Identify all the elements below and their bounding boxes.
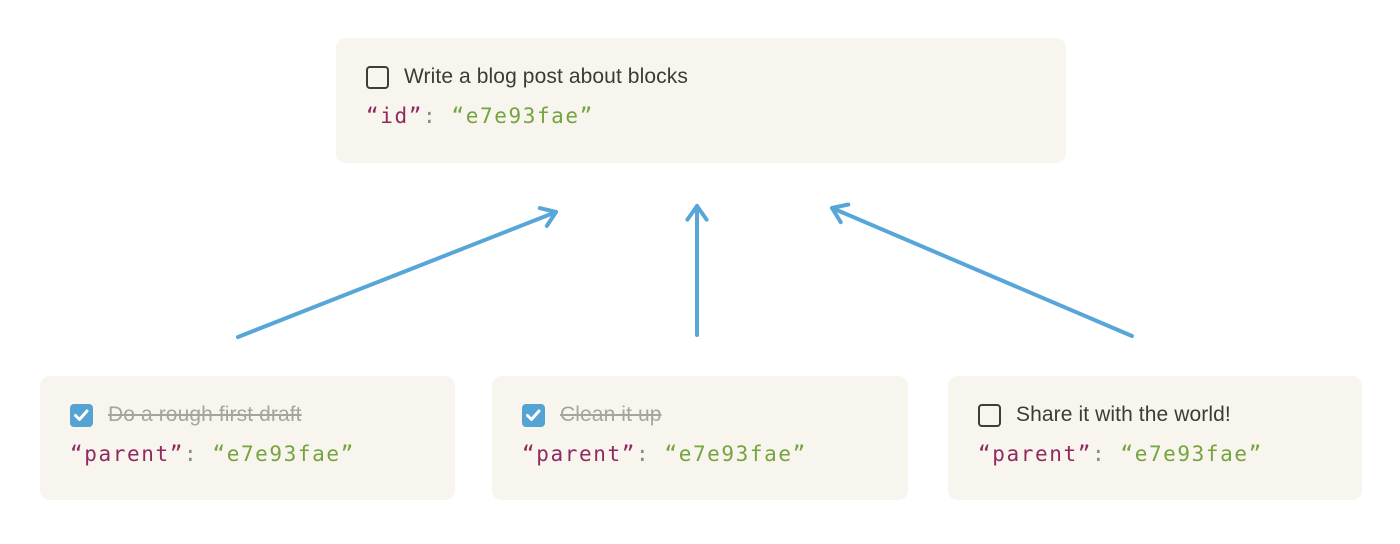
code-key: “id”: [366, 104, 423, 129]
checkmark-icon: [74, 409, 89, 421]
task-checkbox[interactable]: [978, 403, 1001, 427]
task-row: Write a blog post about blocks: [366, 65, 1036, 89]
task-row: Clean it up: [522, 403, 878, 427]
code-line: “parent”: “e7e93fae”: [978, 442, 1332, 467]
task-title: Do a rough first draft: [108, 403, 302, 426]
code-line: “parent”: “e7e93fae”: [70, 442, 425, 467]
child-task-card-1: Do a rough first draft “parent”: “e7e93f…: [40, 376, 455, 500]
task-row: Do a rough first draft: [70, 403, 425, 427]
code-value: “e7e93fae”: [451, 104, 594, 129]
code-separator: :: [1091, 442, 1121, 467]
parent-task-card: Write a blog post about blocks “id”: “e7…: [336, 38, 1066, 163]
code-separator: :: [635, 442, 665, 467]
task-title: Write a blog post about blocks: [404, 65, 688, 88]
task-row: Share it with the world!: [978, 403, 1332, 427]
arrow-child3-to-parent: [830, 202, 1134, 338]
code-value: “e7e93fae”: [664, 442, 807, 467]
task-title: Clean it up: [560, 403, 662, 426]
code-value: “e7e93fae”: [212, 442, 355, 467]
checkmark-icon: [526, 409, 541, 421]
code-separator: :: [422, 104, 452, 129]
task-checkbox[interactable]: [70, 403, 93, 427]
code-key: “parent”: [522, 442, 636, 467]
code-line: “id”: “e7e93fae”: [366, 104, 1036, 129]
code-line: “parent”: “e7e93fae”: [522, 442, 878, 467]
task-checkbox[interactable]: [366, 65, 389, 89]
arrow-child1-to-parent: [236, 206, 558, 339]
code-value: “e7e93fae”: [1120, 442, 1263, 467]
child-task-card-2: Clean it up “parent”: “e7e93fae”: [492, 376, 908, 500]
task-checkbox[interactable]: [522, 403, 545, 427]
code-key: “parent”: [70, 442, 184, 467]
code-key: “parent”: [978, 442, 1092, 467]
child-task-card-3: Share it with the world! “parent”: “e7e9…: [948, 376, 1362, 500]
task-title: Share it with the world!: [1016, 403, 1231, 426]
code-separator: :: [183, 442, 213, 467]
